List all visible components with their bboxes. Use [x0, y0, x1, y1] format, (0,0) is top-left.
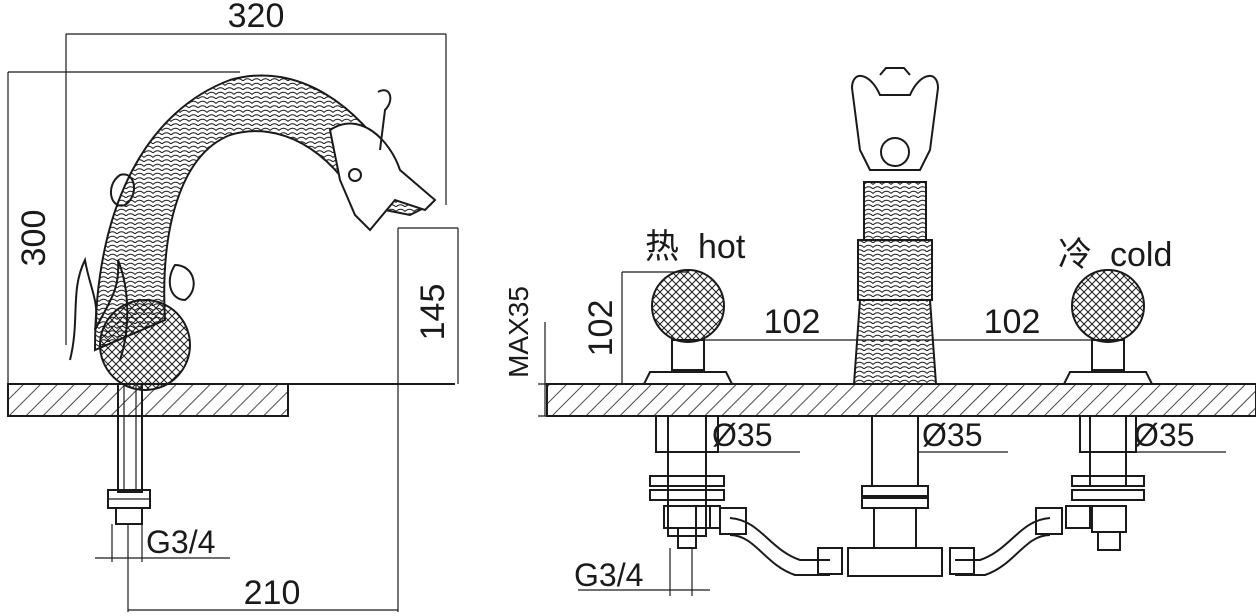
spacing-right-label: 102: [984, 303, 1041, 341]
dragon-spout-side: [69, 74, 437, 391]
dim-max-thickness: [538, 322, 560, 417]
hole-right-label: Ø35: [1134, 417, 1194, 453]
spacing-left-label: 102: [764, 303, 821, 341]
thread-front-label: G3/4: [574, 557, 643, 593]
thread-side-label: G3/4: [146, 524, 215, 560]
front-view: MAX35 102 热 hot: [503, 67, 1256, 596]
dim-thread-front: [578, 548, 710, 596]
dim-width-label: 320: [228, 0, 285, 35]
hot-label-cn: 热: [645, 227, 679, 267]
dim-spout-label: 145: [414, 284, 452, 341]
side-shank: [107, 383, 151, 525]
handle-height-label: 102: [582, 300, 620, 357]
hot-handle: [642, 269, 734, 549]
cold-label-en: cold: [1110, 236, 1172, 274]
side-view: 320 300 145 210 G3/4: [7, 0, 459, 612]
dim-height-label: 300: [15, 210, 53, 267]
dim-height-300: [7, 71, 240, 384]
dim-thread-side: [95, 524, 230, 562]
dim-reach-label: 210: [244, 574, 301, 612]
dim-spout-145: [397, 227, 459, 612]
cold-handle: [1062, 269, 1154, 551]
hole-left-label: Ø35: [712, 417, 772, 453]
dim-reach-210: [127, 524, 398, 612]
front-counter-hatch: [546, 383, 1256, 417]
hot-label-en: hot: [698, 228, 746, 266]
hole-mid-label: Ø35: [922, 417, 982, 453]
max-thickness-label: MAX35: [503, 286, 534, 378]
center-spout-front: [847, 67, 943, 577]
cold-label-cn: 冷: [1058, 235, 1092, 275]
dim-width-320: [65, 33, 447, 345]
connection-hoses: [695, 505, 1091, 576]
dragon-pearl: [99, 299, 191, 391]
